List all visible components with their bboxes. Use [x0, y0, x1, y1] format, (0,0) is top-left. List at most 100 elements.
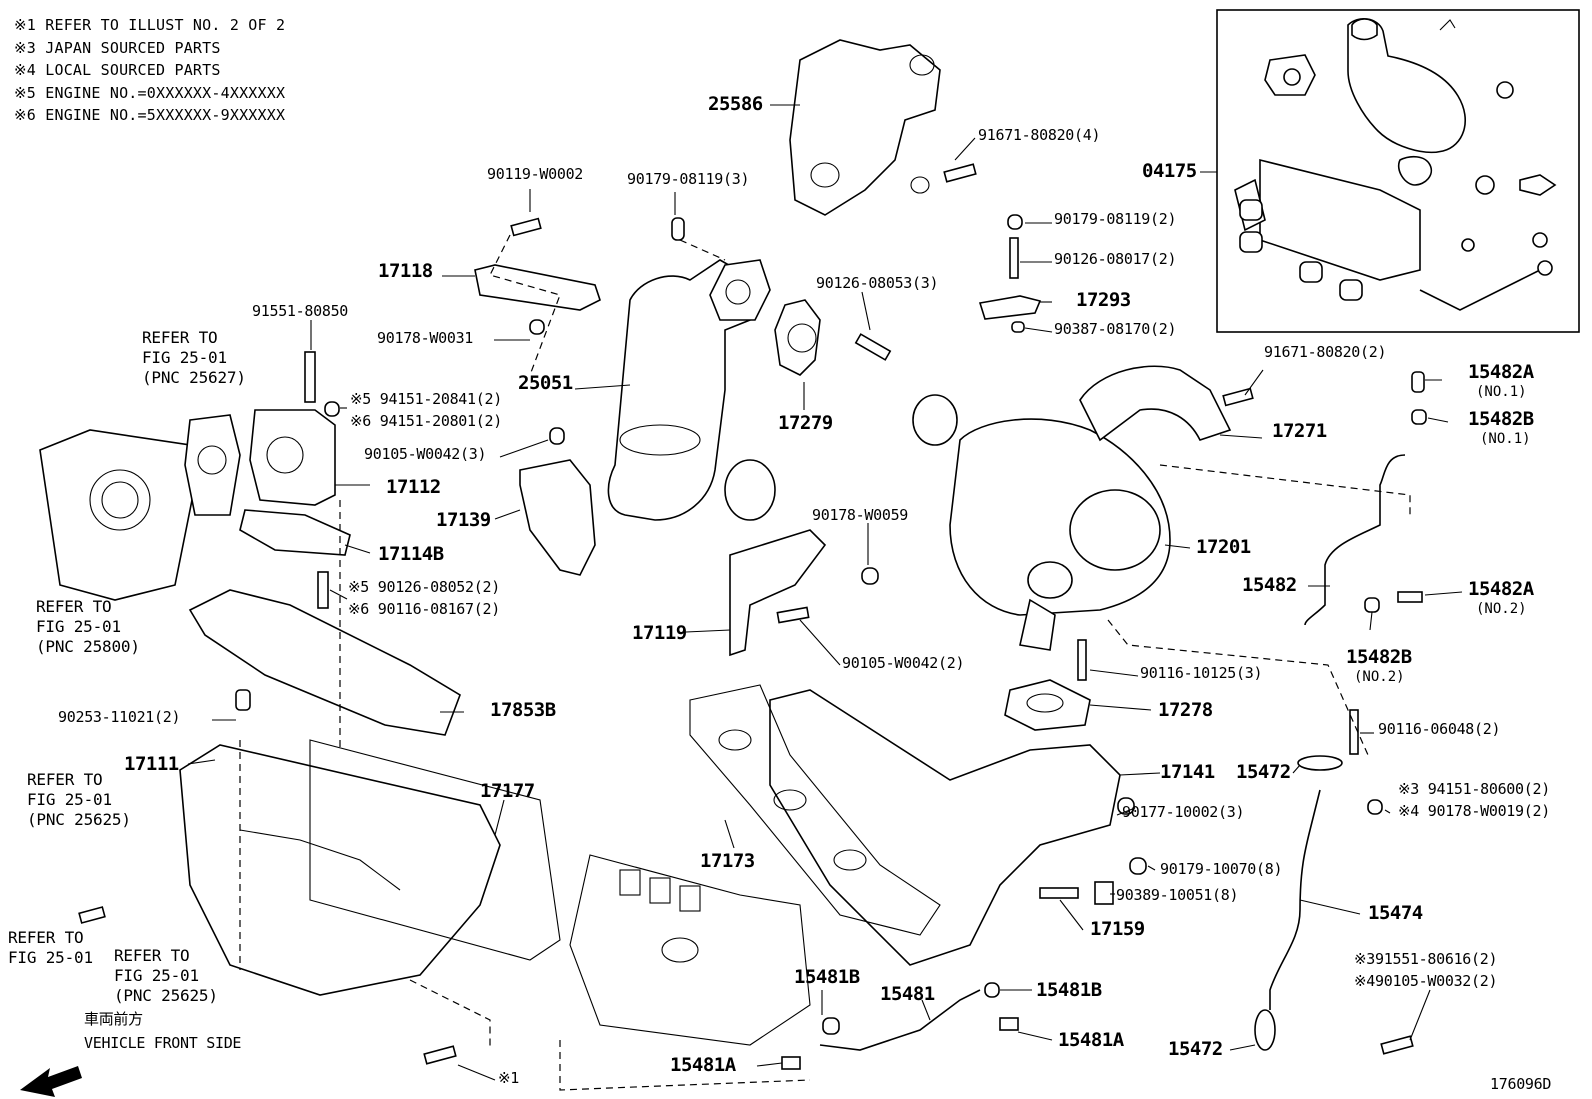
callout-15482A-no1[interactable]: 15482A [1468, 361, 1534, 383]
gasket-17279 [774, 299, 821, 376]
callout-17177[interactable]: 17177 [480, 780, 535, 802]
callout-17111[interactable]: 17111 [124, 753, 179, 775]
front-label-en: VEHICLE FRONT SIDE [84, 1034, 242, 1052]
note-5: ※5 ENGINE NO.=0XXXXXX-4XXXXXX [14, 83, 286, 102]
callout-17173[interactable]: 17173 [700, 850, 755, 872]
callout-15472-top[interactable]: 15472 [1236, 761, 1291, 783]
callout-90126-08052[interactable]: ※5 90126-08052(2) [348, 578, 500, 596]
callout-90253-11021-2[interactable]: 90253-11021(2) [58, 708, 181, 726]
dashed-guides [239, 234, 1411, 1091]
callout-90179-10070-8[interactable]: 90179-10070(8) [1160, 860, 1283, 878]
gasket-17278 [1004, 679, 1091, 731]
callout-94151-20801[interactable]: ※6 94151-20801(2) [350, 412, 502, 430]
egr-adapter-17112 [249, 409, 336, 506]
callout-90178-W0031[interactable]: 90178-W0031 [377, 329, 474, 347]
callout-90179-08119-2[interactable]: 90179-08119(2) [1054, 210, 1177, 228]
callout-15481[interactable]: 15481 [880, 983, 935, 1005]
leader-lines [187, 104, 1463, 1081]
callout-17112[interactable]: 17112 [386, 476, 441, 498]
callout-94151-80600[interactable]: ※3 94151-80600(2) [1398, 780, 1550, 798]
callout-15481B-right[interactable]: 15481B [1036, 979, 1102, 1001]
callout-91551-80850[interactable]: 91551-80850 [252, 302, 349, 320]
callout-90389-10051-8[interactable]: 90389-10051(8) [1116, 886, 1239, 904]
ref-fig-25627[interactable]: REFER TO FIG 25-01 (PNC 25627) [142, 328, 246, 388]
callout-17278[interactable]: 17278 [1158, 699, 1213, 721]
callout-17119[interactable]: 17119 [632, 622, 687, 644]
callout-15482A-no2[interactable]: 15482A [1468, 578, 1534, 600]
note-6: ※6 ENGINE NO.=5XXXXXX-9XXXXXX [14, 106, 286, 124]
callout-17159[interactable]: 17159 [1090, 918, 1145, 940]
heat-insulator-17271 [1079, 365, 1232, 442]
callout-17853B[interactable]: 17853B [490, 699, 556, 721]
callout-94151-20841[interactable]: ※5 94151-20841(2) [350, 390, 502, 408]
ref-fig-25800[interactable]: REFER TO FIG 25-01 (PNC 25800) [36, 597, 140, 657]
oil-pipe-15474 [1269, 789, 1321, 1010]
bracket-17139 [519, 459, 596, 576]
ref-line: FIG 25-01 [114, 966, 199, 985]
cylinder-block [569, 854, 811, 1046]
callout-90126-08017-2[interactable]: 90126-08017(2) [1054, 250, 1177, 268]
ref-fig-2501[interactable]: REFER TO FIG 25-01 [8, 928, 93, 968]
callout-90105-W0042-3[interactable]: 90105-W0042(3) [364, 445, 487, 463]
callout-15481B-left[interactable]: 15481B [794, 966, 860, 988]
callout-04175[interactable]: 04175 [1142, 160, 1197, 182]
callout-25051[interactable]: 25051 [518, 372, 573, 394]
callout-17141[interactable]: 17141 [1160, 761, 1215, 783]
inset-kit-illustration [1234, 18, 1557, 311]
callout-91551-80616[interactable]: ※391551-80616(2) [1354, 950, 1498, 968]
callout-90119-W0002[interactable]: 90119-W0002 [487, 165, 584, 183]
callout-15481A-right[interactable]: 15481A [1058, 1029, 1124, 1051]
illustration-number: 176096D [1490, 1075, 1552, 1093]
callout-17114B[interactable]: 17114B [378, 543, 444, 565]
callout-15482A-no2-sub: (NO.2) [1476, 601, 1527, 617]
callout-17271[interactable]: 17271 [1272, 420, 1327, 442]
callout-15482B-no1-sub: (NO.1) [1480, 431, 1531, 447]
notes-block: ※1 REFER TO ILLUST NO. 2 OF 2 ※3 JAPAN S… [14, 14, 285, 127]
callout-17201[interactable]: 17201 [1196, 536, 1251, 558]
ref-line: REFER TO [142, 328, 218, 347]
callout-90177-10002-3[interactable]: 90177-10002(3) [1122, 803, 1245, 821]
callout-15481A-left[interactable]: 15481A [670, 1054, 736, 1076]
ref-line: (PNC 25625) [27, 810, 131, 829]
ref-fig-25625-a[interactable]: REFER TO FIG 25-01 (PNC 25625) [27, 770, 131, 830]
callout-90179-08119-3[interactable]: 90179-08119(3) [627, 170, 750, 188]
callout-90105-W0032[interactable]: ※490105-W0032(2) [1354, 972, 1498, 990]
callout-90116-10125-3[interactable]: 90116-10125(3) [1140, 664, 1263, 682]
vehicle-front-arrow-icon [20, 1066, 82, 1097]
gasket-17293 [978, 295, 1042, 320]
callout-17139[interactable]: 17139 [436, 509, 491, 531]
callout-25586[interactable]: 25586 [708, 93, 763, 115]
callout-91671-80820-2[interactable]: 91671-80820(2) [1264, 343, 1387, 361]
callout-15482B-no2[interactable]: 15482B [1346, 646, 1412, 668]
gasket-17173 [689, 684, 941, 936]
turbocharger-17201 [912, 394, 1171, 651]
ref-fig-25625-b[interactable]: REFER TO FIG 25-01 (PNC 25625) [114, 946, 218, 1006]
ref-line: REFER TO [114, 946, 190, 965]
callout-note-1[interactable]: ※1 [498, 1069, 519, 1087]
callout-17118[interactable]: 17118 [378, 260, 433, 282]
callout-17279[interactable]: 17279 [778, 412, 833, 434]
gasket-15472-bottom [1254, 1009, 1276, 1051]
fasteners [78, 163, 1427, 1070]
callout-90116-08167[interactable]: ※6 90116-08167(2) [348, 600, 500, 618]
exhaust-manifold-17141 [769, 689, 1121, 966]
ref-line: FIG 25-01 [27, 790, 112, 809]
callout-15482B-no1[interactable]: 15482B [1468, 408, 1534, 430]
bracket-17118 [474, 264, 601, 311]
callout-90178-W0019[interactable]: ※4 90178-W0019(2) [1398, 802, 1550, 820]
callout-17293[interactable]: 17293 [1076, 289, 1131, 311]
callout-90126-08053-3[interactable]: 90126-08053(3) [816, 274, 939, 292]
oil-pipe-15482 [1304, 454, 1406, 626]
callout-90105-W0042-2[interactable]: 90105-W0042(2) [842, 654, 965, 672]
callout-90178-W0059[interactable]: 90178-W0059 [812, 506, 909, 524]
callout-15482[interactable]: 15482 [1242, 574, 1297, 596]
ref-line: REFER TO [36, 597, 112, 616]
bracket-17119 [729, 529, 827, 657]
callout-15472-bottom[interactable]: 15472 [1168, 1038, 1223, 1060]
callout-91671-80820-4[interactable]: 91671-80820(4) [978, 126, 1101, 144]
callout-15474[interactable]: 15474 [1368, 902, 1423, 924]
ref-line: (PNC 25800) [36, 637, 140, 656]
callout-90116-06048-2[interactable]: 90116-06048(2) [1378, 720, 1501, 738]
callout-90387-08170-2[interactable]: 90387-08170(2) [1054, 320, 1177, 338]
